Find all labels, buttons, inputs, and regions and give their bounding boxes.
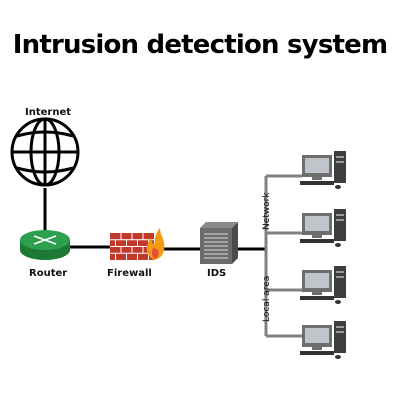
computer-icon <box>300 151 346 189</box>
fire-icon <box>146 228 165 260</box>
computer-icon <box>300 209 346 247</box>
firewall-label: Firewall <box>107 268 152 279</box>
computer-icon <box>300 266 346 304</box>
lan-bus <box>264 174 302 338</box>
router-icon <box>20 230 70 260</box>
globe-icon <box>10 117 80 187</box>
ids-label: IDS <box>207 268 227 279</box>
firewall-icon <box>110 233 154 260</box>
diagram-title: Intrusion detection system <box>12 30 388 60</box>
server-icon <box>200 222 238 264</box>
network-label: Network <box>262 192 272 230</box>
router-label: Router <box>29 268 68 279</box>
internet-label: Internet <box>25 107 72 118</box>
local-area-label: Local area <box>262 275 272 322</box>
computer-icon <box>300 321 346 359</box>
